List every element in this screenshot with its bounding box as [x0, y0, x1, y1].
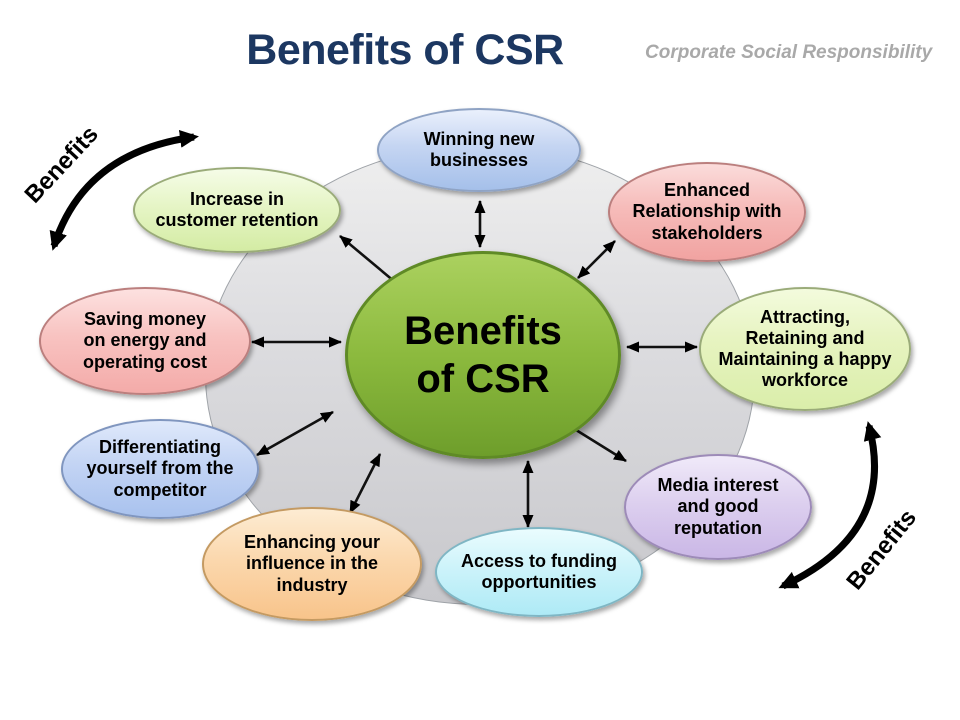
- node-attracting-retaining-workforce: Attracting, Retaining and Maintaining a …: [699, 287, 911, 411]
- curved-benefits-arrow-left: [49, 129, 199, 251]
- curved-benefits-arrow-right: [778, 421, 882, 590]
- center-node-benefits-of-csr: Benefits of CSR: [345, 251, 621, 459]
- node-enhanced-relationship-stakeholders: Enhanced Relationship with stakeholders: [608, 162, 806, 262]
- node-differentiating-from-competitor: Differentiating yourself from the compet…: [61, 419, 259, 519]
- page-title: Benefits of CSR: [246, 26, 564, 74]
- arrow-center-enhancing: [348, 453, 382, 514]
- node-enhancing-industry-influence: Enhancing your influence in the industry: [202, 507, 422, 621]
- node-saving-money-energy-cost: Saving money on energy and operating cos…: [39, 287, 251, 395]
- node-media-interest-reputation: Media interest and good reputation: [624, 454, 812, 560]
- arrow-center-enhanced: [577, 240, 616, 279]
- node-winning-new-businesses: Winning new businesses: [377, 108, 581, 192]
- node-access-to-funding: Access to funding opportunities: [435, 527, 643, 617]
- arrow-center-differentiating: [256, 410, 334, 457]
- page-subtitle: Corporate Social Responsibility: [645, 42, 933, 63]
- node-increase-customer-retention: Increase in customer retention: [133, 167, 341, 253]
